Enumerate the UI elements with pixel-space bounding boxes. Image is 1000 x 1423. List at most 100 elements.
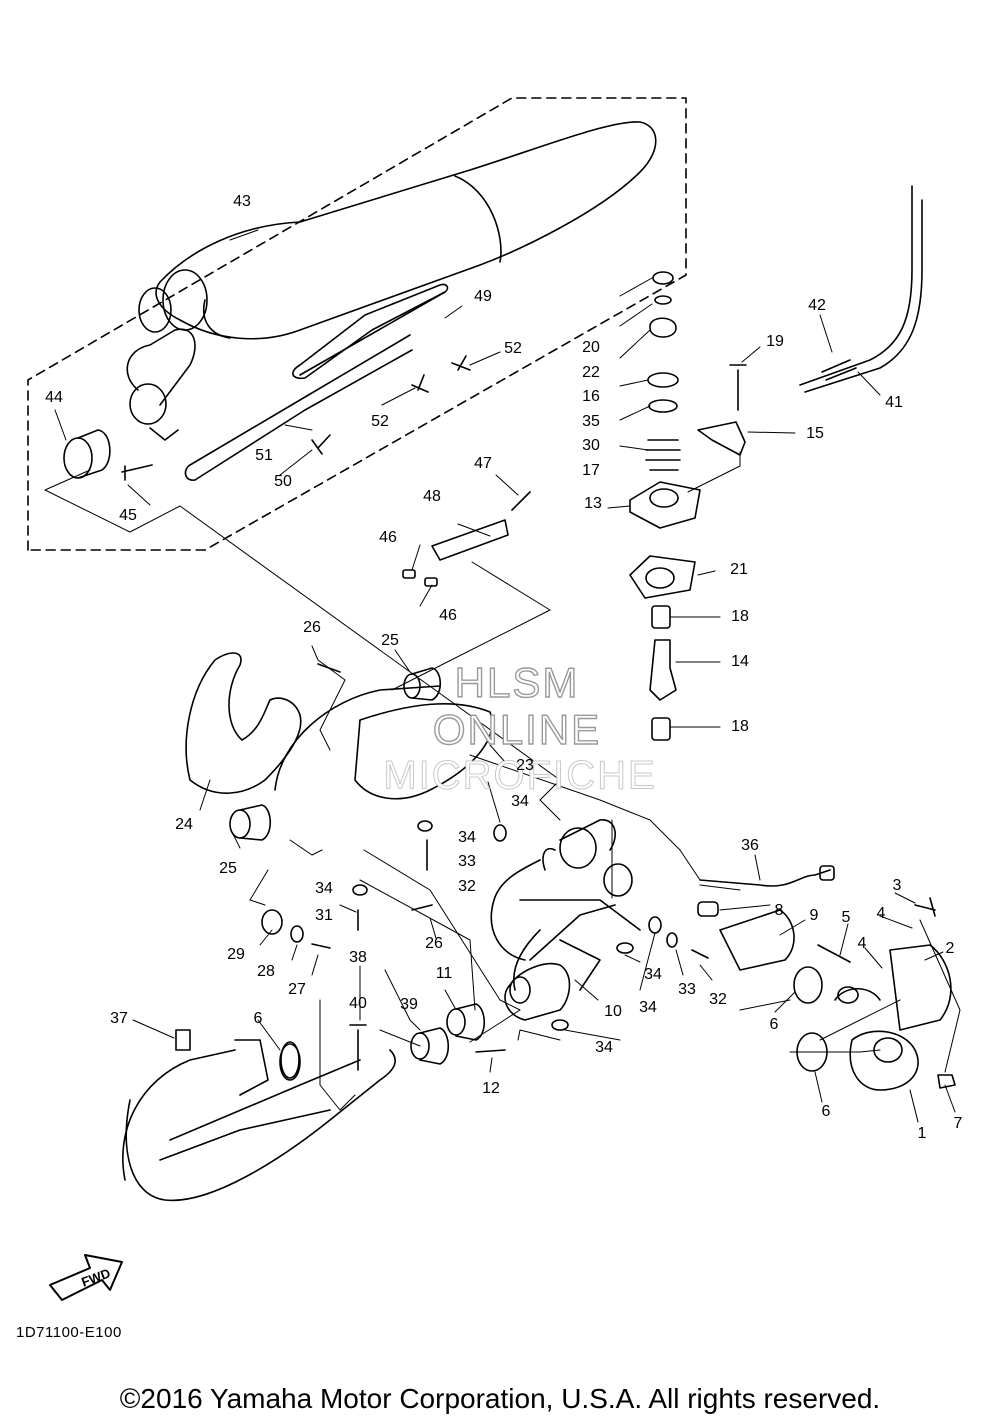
bolt-26-bottom [411,904,433,911]
callout-4: 4 [876,905,886,922]
washer-28 [290,925,304,943]
leader-lines [44,229,961,1123]
callout-4: 4 [857,935,867,952]
callout-34: 34 [595,1039,613,1056]
gasket-6-left [279,1043,301,1081]
bush-8 [697,901,719,917]
callout-13: 13 [584,495,602,512]
bolt-40 [349,1024,367,1071]
callout-29: 29 [227,946,245,963]
callout-20: 20 [582,339,600,356]
callout-16: 16 [582,388,600,405]
bolt-3 [914,897,936,917]
callout-24: 24 [175,816,193,833]
callout-10: 10 [604,1003,622,1020]
front-exhaust-pipe [122,1039,396,1202]
rear-flange-1 [834,986,919,1091]
muffler [126,121,657,481]
bracket-48 [431,519,509,561]
callout-52: 52 [371,413,389,430]
actuator-stack [629,271,701,741]
callout-22: 22 [582,364,600,381]
callout-46: 46 [439,607,457,624]
gasket-21 [629,555,696,599]
washer-29 [261,909,283,935]
callout-39: 39 [400,996,418,1013]
nut-7 [937,1074,956,1089]
heat-shield-23 [354,703,493,800]
callout-45: 45 [119,507,137,524]
cable-41-42 [799,185,913,386]
callout-46: 46 [379,529,397,546]
bolt-52a [411,374,429,393]
watermark-line-1: HLSM [454,658,580,706]
callout-26: 26 [425,935,443,952]
callout-32: 32 [458,878,476,895]
callout-17: 17 [582,462,600,479]
callout-35: 35 [582,413,600,430]
callout-36: 36 [741,837,759,854]
forward-direction-badge [49,1254,123,1301]
callout-34: 34 [644,966,662,983]
callout-32: 32 [709,991,727,1008]
callout-41: 41 [885,394,903,411]
callout-30: 30 [582,437,600,454]
heat-shield-24 [185,652,441,794]
callout-50: 50 [274,473,292,490]
flange-37 [175,1029,191,1051]
callout-19: 19 [766,333,784,350]
callout-44: 44 [45,389,63,406]
callout-42: 42 [808,297,826,314]
callout-9: 9 [809,907,819,924]
callout-11: 11 [435,965,453,982]
callout-34: 34 [458,829,476,846]
ring-11 [446,1003,486,1041]
callout-37: 37 [110,1010,128,1027]
copyright-notice: ©2016 Yamaha Motor Corporation, U.S.A. A… [119,1383,881,1414]
bush-18-bottom [651,717,671,741]
muffler-assembly-boundary [27,97,687,551]
callout-51: 51 [255,447,273,464]
callout-34: 34 [315,880,333,897]
callout-14: 14 [731,653,749,670]
bushing-25-top [403,667,442,701]
bushing-25-bottom [229,804,272,841]
heat-shield-9 [719,909,795,971]
bolt-52b [451,355,471,371]
callout-7: 7 [953,1115,963,1132]
callout-15: 15 [806,425,824,442]
callout-33: 33 [678,981,696,998]
oxygen-sensor-14 [649,639,677,701]
callout-3: 3 [892,877,902,894]
callout-34: 34 [511,793,529,810]
callout-25: 25 [219,860,237,877]
muffler-bracket [292,283,449,380]
part-44-grommet [63,429,111,479]
callout-33: 33 [458,853,476,870]
callout-52: 52 [504,340,522,357]
callout-26: 26 [303,619,321,636]
callout-38: 38 [349,949,367,966]
callout-18: 18 [731,608,749,625]
pipe-10 [504,963,571,1021]
callout-28: 28 [257,963,275,980]
callout-31: 31 [315,907,333,924]
callout-2: 2 [945,940,955,957]
bolt-47 [511,491,531,511]
watermark-line-3: MICROFICHE [383,753,657,798]
callout-47: 47 [474,455,492,472]
bolt-19 [729,364,747,411]
bolt-50 [311,434,331,455]
callout-5: 5 [841,909,851,926]
callout-23: 23 [516,757,534,774]
callout-27: 27 [288,981,306,998]
sensor-36 [699,869,831,887]
callout-25: 25 [381,632,399,649]
bolt-12 [475,1049,506,1053]
callout-43: 43 [233,193,251,210]
bracket-15 [697,421,746,456]
callout-6: 6 [253,1010,263,1027]
header-pipe-assembly [490,819,641,991]
callout-6: 6 [821,1103,831,1120]
